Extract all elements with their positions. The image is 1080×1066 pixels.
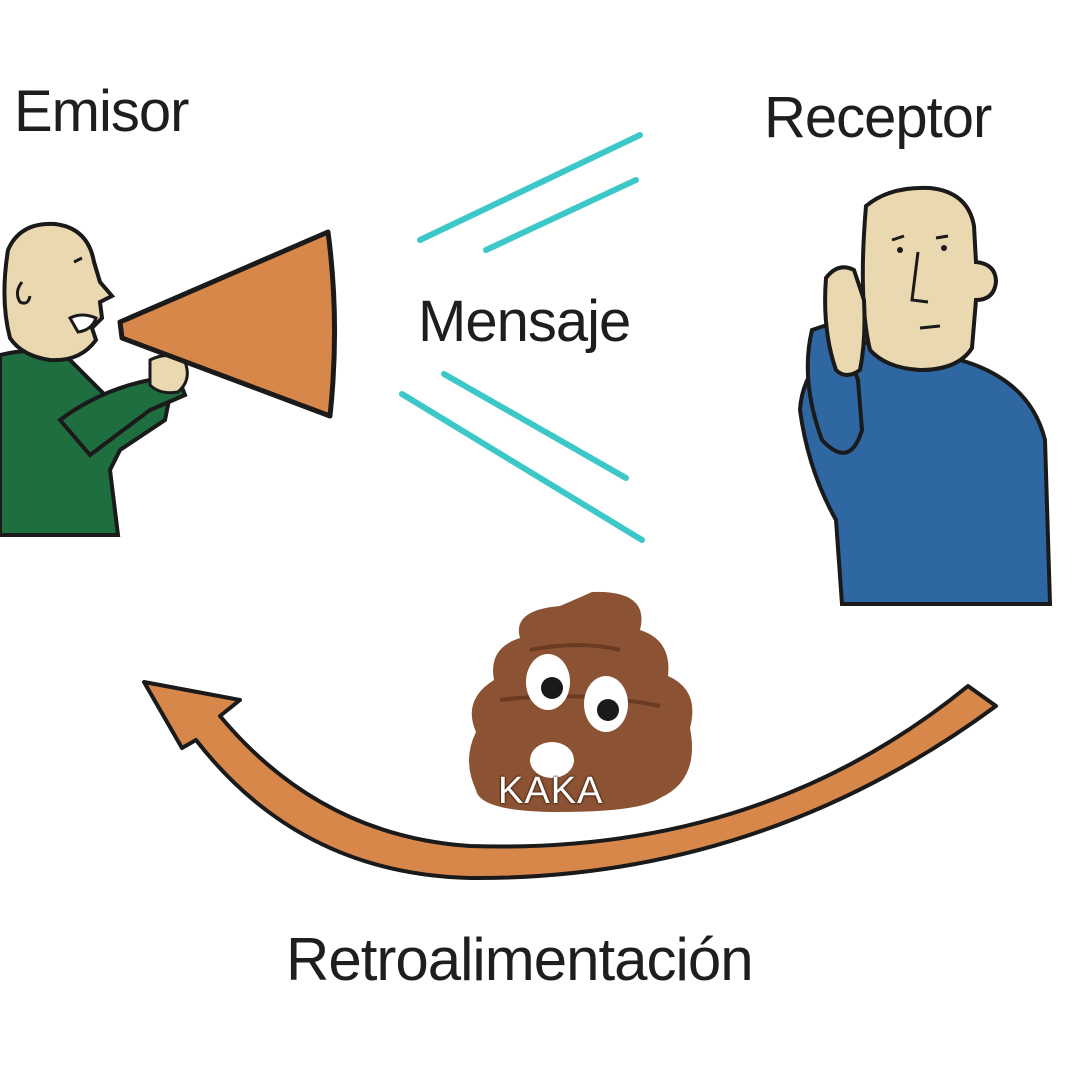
feedback-arrow-icon — [142, 680, 998, 881]
message-label: Mensaje — [418, 289, 631, 354]
receiver-figure-icon — [797, 185, 1053, 606]
receiver-label: Receptor — [764, 85, 992, 150]
message-waves — [399, 132, 645, 543]
poop-caption: KAKA — [498, 770, 604, 812]
megaphone-icon — [117, 229, 338, 419]
poop-emoji-icon — [469, 591, 693, 812]
sender-label: Emisor — [14, 79, 189, 144]
sender-figure-icon — [0, 221, 189, 537]
feedback-label: Retroalimentación — [286, 926, 754, 993]
